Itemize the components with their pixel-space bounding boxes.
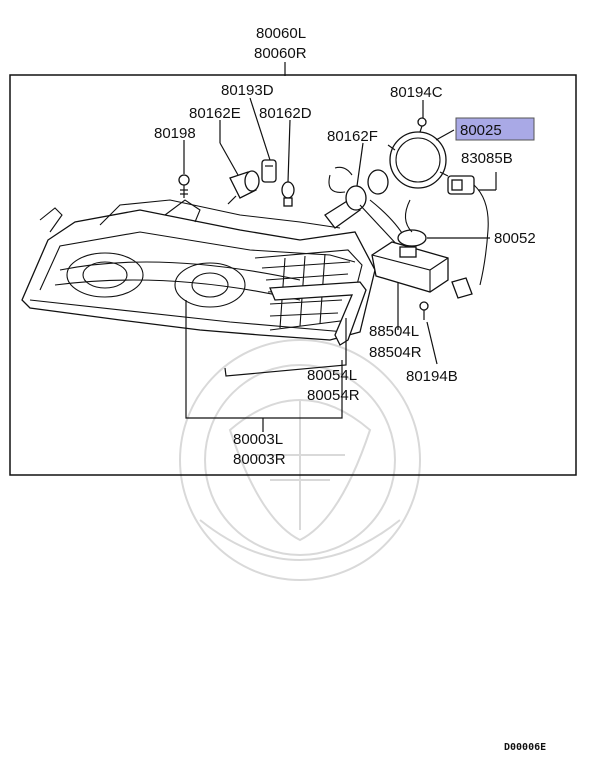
watermark-emblem: [179, 339, 421, 581]
cover-cap-80025[interactable]: [387, 131, 449, 189]
label-80060R[interactable]: 80060R: [254, 45, 307, 62]
screw-80194B[interactable]: [419, 301, 429, 320]
side-marker-lens[interactable]: [269, 281, 367, 346]
label-80193D[interactable]: 80193D: [221, 82, 274, 99]
label-88504R[interactable]: 88504R: [369, 344, 422, 361]
label-80054R[interactable]: 80054R: [307, 387, 360, 404]
label-80025[interactable]: 80025: [460, 122, 502, 139]
label-80052[interactable]: 80052: [494, 230, 536, 247]
label-80060L[interactable]: 80060L: [256, 25, 306, 42]
label-80194B[interactable]: 80194B: [406, 368, 458, 385]
wire-harness-80052[interactable]: [359, 199, 427, 249]
label-80054L[interactable]: 80054L: [307, 367, 357, 384]
ballast-connector[interactable]: [451, 277, 473, 299]
ballast-88504[interactable]: [371, 241, 449, 293]
bulb-80162D[interactable]: [281, 181, 295, 207]
part-labels: 80060L 80060R 80193D 80162E 80162D 80198…: [154, 25, 536, 468]
leader-lines: [183, 62, 497, 432]
label-80003L[interactable]: 80003L: [233, 431, 283, 448]
label-83085B[interactable]: 83085B: [461, 150, 513, 167]
highlight-box-80025: [455, 117, 535, 141]
footer-code: D00006E: [504, 742, 546, 753]
headlamp-housing[interactable]: [21, 199, 376, 341]
bulb-80162E[interactable]: [227, 170, 260, 205]
label-80162D[interactable]: 80162D: [259, 105, 312, 122]
socket-80193D[interactable]: [261, 159, 277, 183]
label-88504L[interactable]: 88504L: [369, 323, 419, 340]
hid-bulb-80162F[interactable]: [324, 166, 389, 229]
connector-83085B[interactable]: [447, 175, 489, 286]
diagram-frame: [9, 74, 577, 476]
screw-80194C[interactable]: [417, 117, 427, 133]
label-80162F[interactable]: 80162F: [327, 128, 378, 145]
label-80003R[interactable]: 80003R: [233, 451, 286, 468]
screw-80198[interactable]: [178, 174, 190, 198]
label-80194C[interactable]: 80194C: [390, 84, 443, 101]
label-80198[interactable]: 80198: [154, 125, 196, 142]
label-80162E[interactable]: 80162E: [189, 105, 241, 122]
